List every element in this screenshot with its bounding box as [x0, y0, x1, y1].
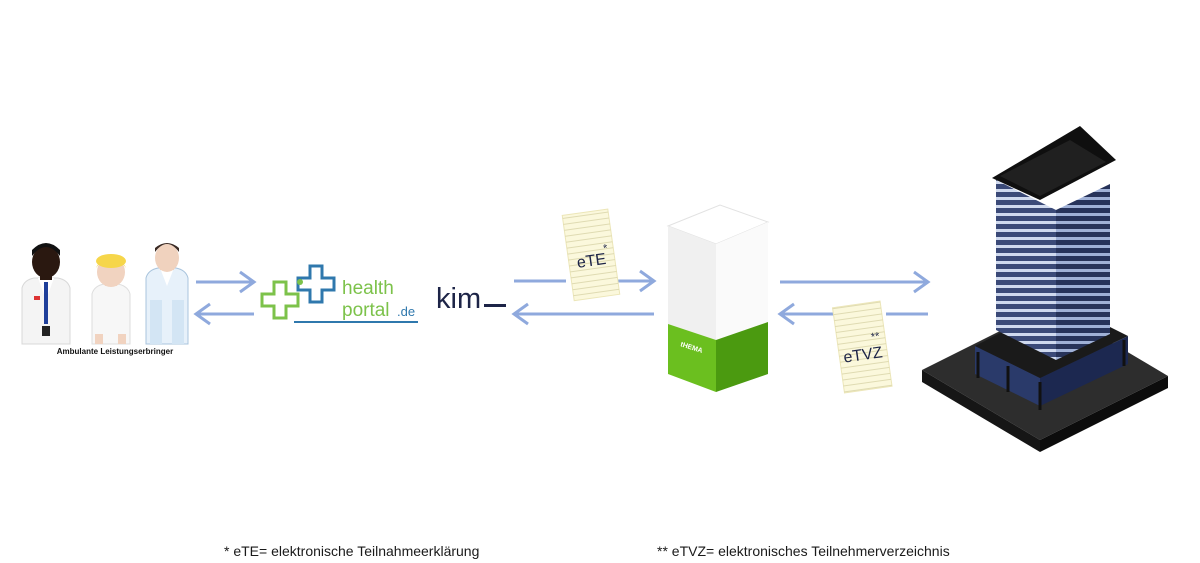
doctor-2-icon	[145, 243, 189, 345]
ete-document-icon: eTE *	[561, 208, 621, 302]
arrow-kim-to-box	[514, 269, 657, 293]
healthportal-suffix: .de	[397, 304, 415, 319]
footnote-ete: * eTE= elektronische Teilnahmeerklärung	[224, 543, 480, 559]
etvz-doc-label: eTVZ	[842, 344, 883, 366]
arrow-building-to-box	[777, 302, 928, 326]
arrow-portal-to-people	[193, 302, 254, 326]
arrow-people-to-portal	[196, 270, 257, 294]
healthportal-word1: health	[342, 278, 394, 299]
server-box-icon: tHEMA	[666, 204, 770, 392]
footnote-etvz: ** eTVZ= elektronisches Teilnehmerverzei…	[657, 543, 950, 559]
healthportal-logo: health portal .de	[260, 264, 418, 323]
kim-text: kim	[436, 283, 481, 315]
arrow-box-to-building	[780, 270, 931, 294]
arrow-box-to-kim	[511, 302, 654, 326]
healthportal-word2: portal	[342, 300, 390, 321]
etvz-document-icon: eTVZ **	[831, 300, 893, 394]
people-caption: Ambulante Leistungserbringer	[56, 347, 174, 356]
office-building-icon	[922, 126, 1168, 452]
kim-logo: kim	[436, 283, 506, 315]
nurse-icon	[91, 254, 131, 345]
doctor-1-icon	[21, 243, 71, 345]
ete-doc-label: eTE	[576, 251, 607, 272]
ete-doc-sup: *	[602, 242, 609, 255]
etvz-doc-sup: **	[870, 330, 881, 343]
